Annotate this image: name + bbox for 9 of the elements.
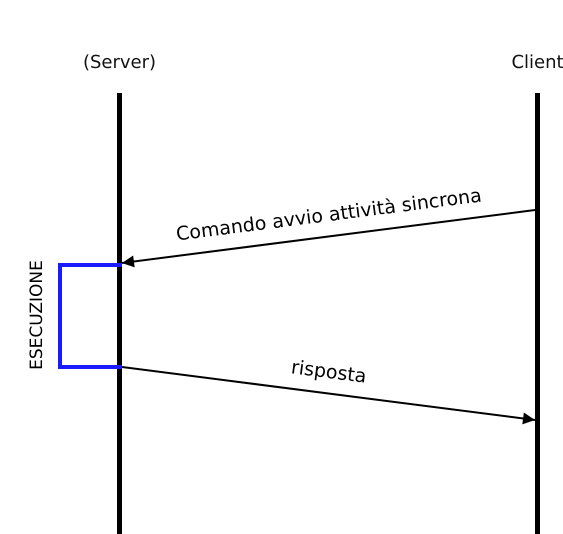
- message-arrow: [122, 209, 536, 268]
- execution-bracket: [58, 263, 122, 369]
- message-label: risposta: [289, 356, 368, 388]
- lifeline: [510, 52, 563, 534]
- message-label: Comando avvio attività sincrona: [174, 184, 482, 245]
- execution-label: ESECUZIONE: [27, 260, 47, 370]
- lifeline-heading: Client: [510, 52, 563, 73]
- message-arrow: [122, 366, 536, 424]
- lifeline-heading: (Server): [82, 52, 158, 73]
